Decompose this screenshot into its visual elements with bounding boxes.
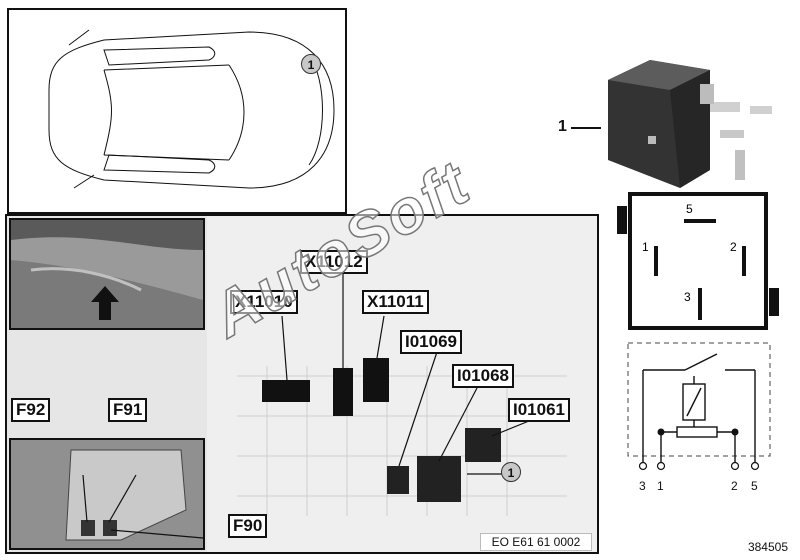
- relay-i01061-body: [465, 428, 501, 462]
- label-i01069: I01069: [400, 330, 462, 354]
- label-x11012: X11012: [300, 250, 368, 274]
- pin-5: [684, 219, 716, 223]
- fuse-module-scene: [11, 440, 203, 548]
- label-x11010: X11010: [230, 290, 298, 314]
- connector-x11011-body: [363, 358, 389, 402]
- label-f90: F90: [228, 514, 268, 538]
- relay-pinout: 5 1 2 3: [617, 192, 779, 330]
- pin-1-label: 1: [642, 240, 649, 254]
- pin-1: [654, 246, 658, 276]
- label-x11011: X11011: [362, 290, 429, 314]
- label-f92: F92: [11, 398, 51, 422]
- fusebox-callout-1: 1: [501, 462, 521, 482]
- relay-schematic: 3 1 2 5: [627, 342, 771, 493]
- pin-3: [698, 288, 702, 320]
- pinout-left-tab: [617, 206, 627, 234]
- terminal-label-5: 5: [751, 479, 758, 493]
- pin-3-label: 3: [684, 290, 691, 304]
- schematic-border: [627, 342, 771, 457]
- pin-2: [742, 246, 746, 276]
- car-callout-1: 1: [301, 54, 321, 74]
- car-outline: [48, 29, 335, 189]
- label-f91: F91: [108, 398, 148, 422]
- inset-fuse-module: [9, 438, 205, 550]
- photo-caption: EO E61 61 0002: [480, 533, 592, 551]
- dashboard-scene: [11, 220, 203, 328]
- pin-5-label: 5: [686, 202, 693, 216]
- inset-dashboard: [9, 218, 205, 330]
- connector-x11010-body: [262, 380, 310, 402]
- diagram-id: 384505: [747, 540, 788, 554]
- terminal-label-3: 3: [639, 479, 646, 493]
- label-i01061: I01061: [508, 398, 570, 422]
- relay-part-label: 1: [558, 118, 567, 135]
- pin-2-label: 2: [730, 240, 737, 254]
- arrow-up-icon: [91, 286, 119, 320]
- label-i01068: I01068: [452, 364, 514, 388]
- connector-x11012-body: [333, 368, 353, 416]
- terminal-label-1: 1: [657, 479, 664, 493]
- terminal-label-2: 2: [731, 479, 738, 493]
- relay-part-leader: [571, 127, 601, 129]
- relay-photo: [608, 60, 772, 188]
- relay-i01069-body: [387, 466, 409, 494]
- pinout-right-tab: [769, 288, 779, 316]
- relay-i01068-body: [417, 456, 461, 502]
- car-top-view-panel: 1: [7, 8, 347, 214]
